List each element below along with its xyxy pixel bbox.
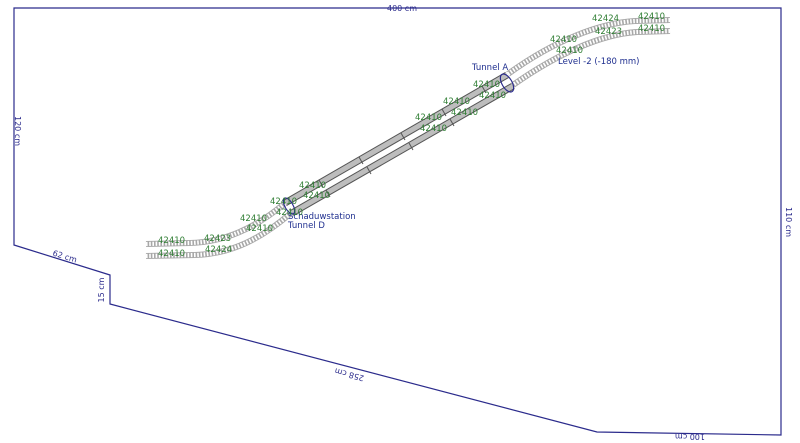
track-group-bottom — [145, 201, 293, 259]
part-label: 42410 — [638, 24, 665, 34]
part-label: 42410 — [303, 191, 330, 201]
tunnel-tracks — [283, 71, 515, 217]
part-label: 42410 — [246, 224, 273, 234]
part-label: 42410 — [158, 249, 185, 259]
station-label: Schaduwstation — [288, 212, 356, 222]
dim-diagonal: 258 cm — [334, 366, 366, 383]
part-label: 42410 — [473, 80, 500, 90]
dim-top: 400 cm — [387, 4, 417, 13]
level-label: Level -2 (-180 mm) — [558, 57, 640, 67]
part-label: 42410 — [240, 214, 267, 224]
tunnel-d-label: Tunnel D — [287, 221, 325, 231]
part-label: 42423 — [204, 234, 231, 244]
tunnel-a-portal — [499, 73, 515, 93]
part-label: 42424 — [592, 14, 619, 24]
track-group-top — [506, 17, 671, 88]
part-label: 42410 — [479, 91, 506, 101]
part-label: 42410 — [270, 197, 297, 207]
part-label: 42424 — [205, 245, 232, 255]
part-label: 42410 — [556, 46, 583, 56]
dim-step: 15 cm — [97, 277, 106, 302]
part-label: 42410 — [158, 236, 185, 246]
part-label: 42410 — [299, 181, 326, 191]
part-label: 42410 — [420, 124, 447, 134]
room-outline — [13, 7, 782, 436]
dim-bottom: 100 cm — [675, 432, 705, 441]
part-label: 42410 — [276, 208, 303, 218]
dim-bevel-top: 62 cm — [51, 249, 78, 265]
part-label: 42410 — [638, 12, 665, 22]
part-label: 42423 — [595, 27, 622, 37]
part-label: 42410 — [443, 97, 470, 107]
tunnel-a-label: Tunnel A — [471, 63, 508, 73]
dim-right: 110 cm — [784, 207, 793, 237]
tunnel-d-portal — [282, 197, 296, 215]
part-label: 42410 — [550, 35, 577, 45]
part-label: 42410 — [451, 108, 478, 118]
dim-left: 120 cm — [13, 116, 22, 146]
part-label: 42410 — [415, 113, 442, 123]
